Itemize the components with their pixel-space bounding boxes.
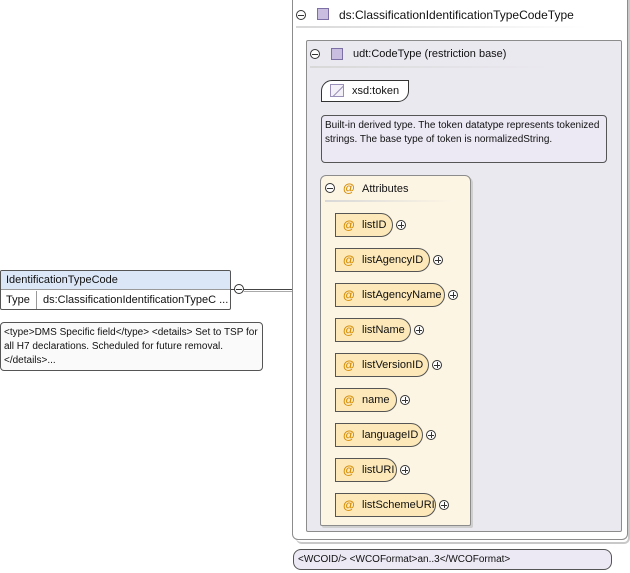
- attribute-name[interactable]: @ name: [335, 388, 397, 412]
- element-annotation: <type>DMS Specific field</type> <details…: [0, 322, 263, 371]
- attribute-icon: @: [343, 463, 355, 477]
- attribute-listid[interactable]: @ listID: [335, 213, 393, 237]
- expand-attribute-button[interactable]: [426, 430, 436, 440]
- inner-type-title: udt:CodeType (restriction base): [353, 48, 507, 60]
- expand-attribute-button[interactable]: [400, 395, 410, 405]
- expand-attribute-button[interactable]: [448, 290, 458, 300]
- element-name: IdentificationTypeCode: [1, 271, 230, 290]
- expand-attribute-button[interactable]: [396, 220, 406, 230]
- outer-type-title: ds:ClassificationIdentificationTypeCodeT…: [339, 8, 574, 22]
- attribute-label: listName: [362, 324, 405, 336]
- attribute-languageid[interactable]: @ languageID: [335, 423, 423, 447]
- token-annotation: Built-in derived type. The token datatyp…: [321, 115, 607, 163]
- element-type-value: ds:ClassificationIdentificationTypeC ...: [43, 294, 229, 306]
- token-label: xsd:token: [352, 85, 400, 97]
- connector-line: [244, 289, 292, 290]
- attribute-listuri[interactable]: @ listURI: [335, 458, 397, 482]
- attribute-label: listURI: [362, 464, 395, 476]
- complex-type-icon: [317, 8, 329, 20]
- attribute-icon: @: [343, 498, 355, 512]
- wco-annotation: <WCOID/> <WCOFormat>an..3</WCOFormat>: [293, 549, 612, 570]
- attribute-group-icon: @: [343, 181, 355, 195]
- token-type-box[interactable]: xsd:token: [321, 80, 409, 102]
- attributes-title-underline: [325, 200, 455, 202]
- expand-attribute-button[interactable]: [439, 500, 449, 510]
- attribute-icon: @: [343, 253, 355, 267]
- attribute-listagencyname[interactable]: @ listAgencyName: [335, 283, 445, 307]
- attribute-listname[interactable]: @ listName: [335, 318, 411, 342]
- collapse-inner-type-button[interactable]: [310, 49, 320, 59]
- attribute-label: listVersionID: [362, 359, 424, 371]
- attribute-icon: @: [343, 288, 355, 302]
- outer-type-shadow: [296, 0, 630, 544]
- simple-type-icon: [330, 84, 344, 97]
- expand-attribute-button[interactable]: [414, 325, 424, 335]
- attribute-listagencyid[interactable]: @ listAgencyID: [335, 248, 430, 272]
- outer-title-underline: [296, 26, 586, 28]
- attribute-label: name: [362, 394, 390, 406]
- expand-attribute-button[interactable]: [433, 255, 443, 265]
- collapse-element-button[interactable]: [234, 284, 244, 294]
- attribute-icon: @: [343, 358, 355, 372]
- attribute-icon: @: [343, 428, 355, 442]
- attribute-listversionid[interactable]: @ listVersionID: [335, 353, 429, 377]
- attribute-label: listSchemeURI: [362, 499, 435, 511]
- expand-attribute-button[interactable]: [432, 360, 442, 370]
- restriction-type-icon: [331, 48, 343, 60]
- inner-title-underline: [310, 66, 550, 68]
- attribute-icon: @: [343, 218, 355, 232]
- attribute-icon: @: [343, 323, 355, 337]
- attribute-listschemeuri[interactable]: @ listSchemeURI: [335, 493, 436, 517]
- attribute-label: languageID: [362, 429, 419, 441]
- connector-line-shadow: [244, 291, 292, 292]
- attribute-label: listID: [362, 219, 387, 231]
- element-type-key: Type: [1, 291, 37, 309]
- element-box[interactable]: IdentificationTypeCode Type ds:Classific…: [0, 270, 231, 310]
- expand-attribute-button[interactable]: [400, 465, 410, 475]
- attribute-label: listAgencyName: [362, 289, 442, 301]
- collapse-attributes-button[interactable]: [325, 183, 335, 193]
- attribute-label: listAgencyID: [362, 254, 424, 266]
- collapse-outer-type-button[interactable]: [296, 10, 306, 20]
- attributes-title: Attributes: [362, 183, 409, 195]
- attribute-icon: @: [343, 393, 355, 407]
